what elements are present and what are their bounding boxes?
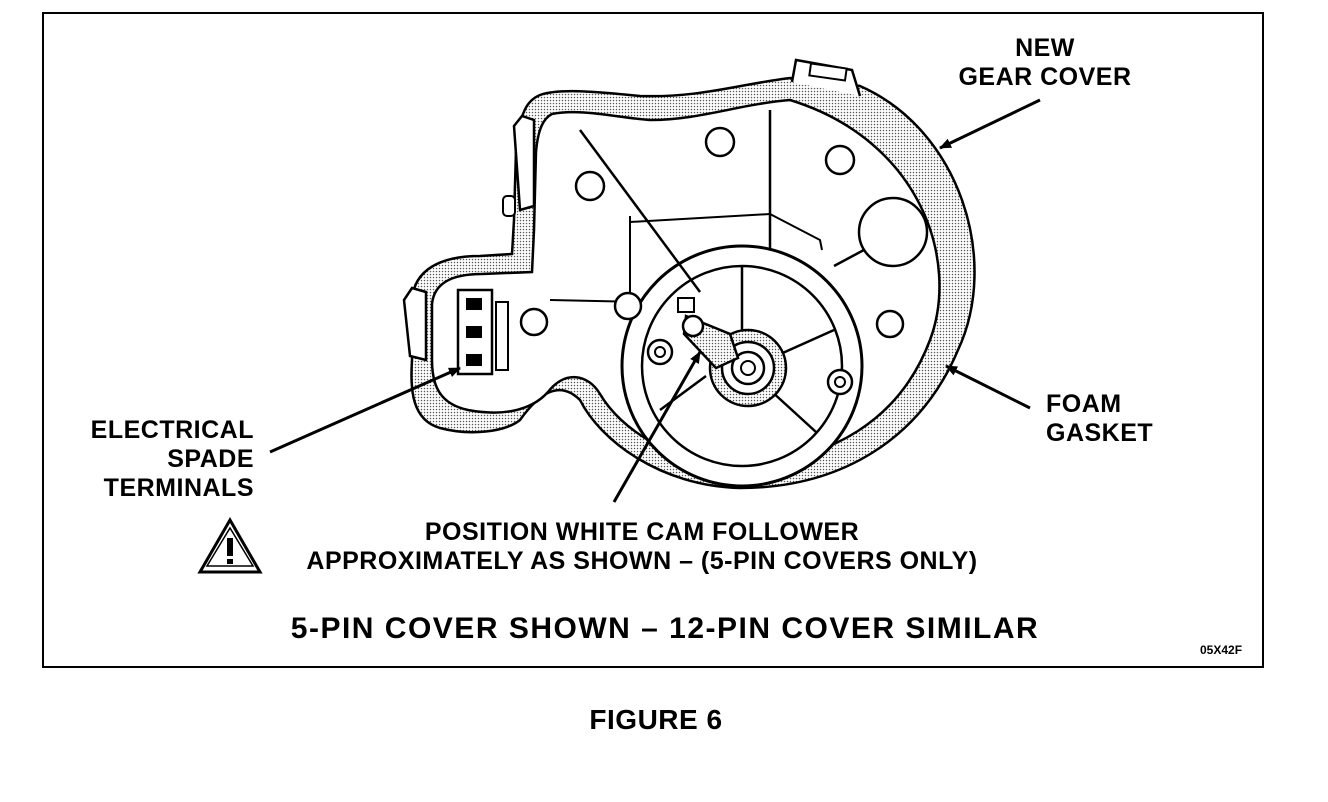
figure-frame <box>42 12 1264 668</box>
new-gear-cover-label: NEW GEAR COVER <box>958 34 1132 91</box>
leader-arrows <box>269 98 1041 503</box>
cam-follower-note: POSITION WHITE CAM FOLLOWER APPROXIMATEL… <box>306 518 978 575</box>
foam-gasket-label: FOAM GASKET <box>1046 390 1154 447</box>
new-gear-cover-arrow <box>939 98 1041 150</box>
gear-plate <box>519 110 929 488</box>
spade-terminals <box>456 288 509 376</box>
figure-code: 05X42F <box>1200 643 1243 657</box>
spade-terminals-arrow <box>269 366 461 454</box>
side-tabs <box>402 114 536 362</box>
cover-caption: 5-PIN COVER SHOWN – 12-PIN COVER SIMILAR <box>290 612 1040 645</box>
cam-follower-arrow <box>612 351 702 503</box>
top-tab <box>790 58 862 97</box>
foam-gasket-arrow <box>945 364 1031 410</box>
warning-triangle-icon <box>197 516 263 574</box>
figure-title: FIGURE 6 <box>589 704 723 735</box>
cam-follower <box>677 297 740 370</box>
spade-terminals-label: ELECTRICAL SPADE TERMINALS <box>90 416 254 502</box>
